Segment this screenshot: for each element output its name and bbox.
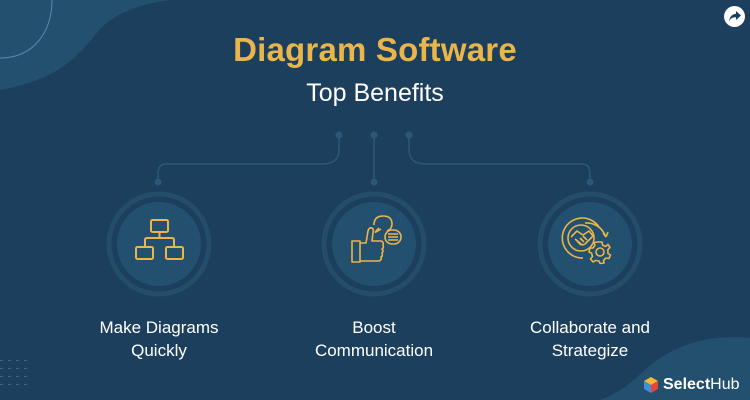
connector-dots [154,131,594,186]
bg-plus-grid [0,360,27,385]
benefit-label-collaborate: Collaborate and Strategize [490,316,690,362]
flowchart-icon [135,219,184,260]
bg-arc [0,0,53,59]
bg-blob-top-left [0,0,170,90]
cube-logo-icon [644,377,658,393]
connectors [157,135,591,182]
benefit-label-line2: Quickly [131,341,187,360]
brand-name: SelectHub [663,376,740,393]
page-subtitle: Top Benefits [306,79,444,107]
benefit-circle-diagrams [106,191,212,297]
benefit-label-line1: Collaborate and [529,318,651,337]
benefit-label-line2: Communication [314,341,434,360]
benefit-circle-collaborate [537,191,643,297]
benefit-label-line1: Make Diagrams [99,318,219,337]
benefit-label-line2: Strategize [551,341,629,360]
page-title: Diagram Software [233,31,517,68]
benefit-label-communication: Boost Communication [274,316,474,362]
thumbs-up-chat-icon [351,215,402,263]
selecthub-logo: SelectHub [643,375,740,395]
benefit-label-diagrams: Make Diagrams Quickly [59,316,259,362]
share-button[interactable] [724,6,745,27]
benefit-label-line1: Boost [352,318,396,337]
share-icon [728,11,741,22]
handshake-gear-icon [561,217,612,265]
benefit-circle-communication [321,191,427,297]
bg-blob-bottom-right [600,337,750,400]
